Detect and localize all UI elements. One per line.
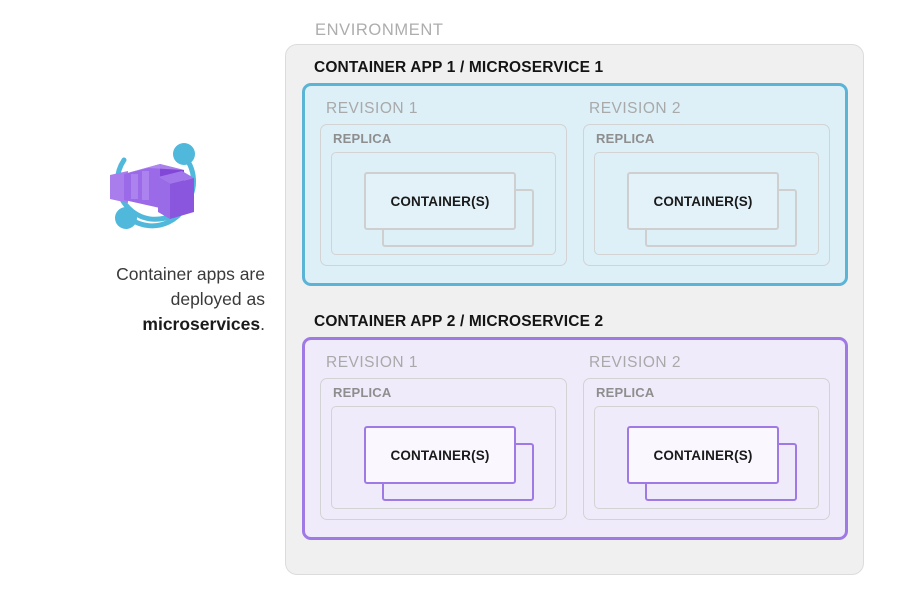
caption-period: . bbox=[260, 313, 265, 334]
replica-label: REPLICA bbox=[596, 385, 655, 400]
caption-line-2: deployed as bbox=[170, 288, 265, 309]
replica-box: REPLICA CONTAINER(S) bbox=[583, 378, 830, 520]
container-label: CONTAINER(S) bbox=[653, 193, 753, 209]
replica-label: REPLICA bbox=[333, 385, 392, 400]
container-app-2-title: CONTAINER APP 2 / MICROSERVICE 2 bbox=[314, 313, 604, 330]
azure-container-apps-icon bbox=[109, 143, 196, 229]
container-label: CONTAINER(S) bbox=[390, 193, 490, 209]
caption-text: Container apps are deployed as microserv… bbox=[40, 262, 265, 337]
explanation-panel: Container apps are deployed as microserv… bbox=[40, 130, 265, 337]
replica-label: REPLICA bbox=[333, 131, 392, 146]
container-box-front: CONTAINER(S) bbox=[364, 426, 516, 484]
replica-box: REPLICA CONTAINER(S) bbox=[320, 378, 567, 520]
environment-label: ENVIRONMENT bbox=[315, 21, 444, 39]
container-stack: CONTAINER(S) bbox=[609, 423, 804, 501]
revision-label: REVISION 1 bbox=[326, 354, 418, 371]
container-app-1-box: REVISION 1 REPLICA CONTAINER(S) REVISION bbox=[302, 83, 848, 286]
revision-label: REVISION 1 bbox=[326, 100, 418, 117]
replica-inner-box: CONTAINER(S) bbox=[331, 406, 556, 509]
app-1-revision-1: REVISION 1 REPLICA CONTAINER(S) bbox=[312, 93, 575, 276]
container-stack: CONTAINER(S) bbox=[609, 169, 804, 247]
container-app-2-box: REVISION 1 REPLICA CONTAINER(S) REVISION bbox=[302, 337, 848, 540]
replica-box: REPLICA CONTAINER(S) bbox=[583, 124, 830, 266]
app-2-revision-1: REVISION 1 REPLICA CONTAINER(S) bbox=[312, 347, 575, 530]
caption-line-1: Container apps are bbox=[116, 264, 265, 284]
container-label: CONTAINER(S) bbox=[390, 447, 490, 463]
revision-label: REVISION 2 bbox=[589, 354, 681, 371]
container-box-front: CONTAINER(S) bbox=[364, 172, 516, 230]
container-box-front: CONTAINER(S) bbox=[627, 426, 779, 484]
container-app-2-group: CONTAINER APP 2 / MICROSERVICE 2 REVISIO… bbox=[286, 313, 863, 540]
replica-inner-box: CONTAINER(S) bbox=[331, 152, 556, 255]
container-app-1-group: CONTAINER APP 1 / MICROSERVICE 1 REVISIO… bbox=[286, 59, 863, 286]
replica-inner-box: CONTAINER(S) bbox=[594, 152, 819, 255]
container-stack: CONTAINER(S) bbox=[346, 169, 541, 247]
replica-inner-box: CONTAINER(S) bbox=[594, 406, 819, 509]
container-label: CONTAINER(S) bbox=[653, 447, 753, 463]
app-1-revision-2: REVISION 2 REPLICA CONTAINER(S) bbox=[575, 93, 838, 276]
replica-box: REPLICA CONTAINER(S) bbox=[320, 124, 567, 266]
environment-container: CONTAINER APP 1 / MICROSERVICE 1 REVISIO… bbox=[285, 44, 864, 575]
replica-label: REPLICA bbox=[596, 131, 655, 146]
caption-emphasis: microservices bbox=[142, 313, 261, 334]
container-stack: CONTAINER(S) bbox=[346, 423, 541, 501]
container-app-1-title: CONTAINER APP 1 / MICROSERVICE 1 bbox=[314, 59, 604, 76]
container-box-front: CONTAINER(S) bbox=[627, 172, 779, 230]
revision-label: REVISION 2 bbox=[589, 100, 681, 117]
app-2-revision-2: REVISION 2 REPLICA CONTAINER(S) bbox=[575, 347, 838, 530]
